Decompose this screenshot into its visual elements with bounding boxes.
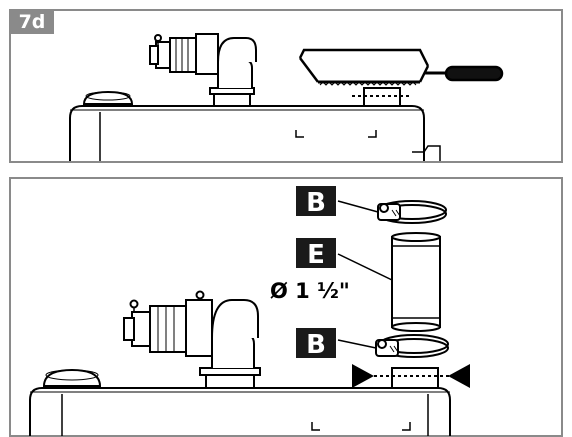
tank-bottom-cap-rim [45, 369, 99, 381]
pipe-sleeve-bottom-rim [391, 322, 441, 332]
elbow-top-bend [217, 37, 257, 63]
label-clamp-bottom-bg [296, 328, 336, 358]
saw-teeth [319, 81, 417, 86]
top-panel: 7d [9, 9, 563, 163]
label-clamp-top: B [296, 186, 336, 218]
saw-icon [298, 48, 504, 86]
hose-clamp-bottom [375, 334, 449, 358]
label-clamp-bottom-text: B [306, 330, 326, 360]
saw-frame-left [299, 57, 319, 83]
elbow-bottom-screw-right [195, 290, 205, 300]
elbow-fitting-top [149, 33, 257, 107]
step-badge-bg [10, 10, 54, 34]
tank-bottom-corner-mark-left [311, 422, 320, 431]
elbow-top-collar [195, 33, 219, 75]
elbow-fitting-bottom [123, 290, 261, 389]
outlet-stub-bottom-body [391, 367, 439, 389]
pipe-sleeve [391, 232, 441, 332]
outlet-stub-top [352, 87, 412, 107]
clamp-top-screw-head [379, 203, 389, 213]
clamp-top-screw-thread [391, 209, 401, 217]
diameter-label: Ø 1 ½" [270, 279, 350, 303]
saw-frame [298, 48, 430, 67]
triangle-left-icon [448, 364, 470, 388]
top-panel-border [9, 9, 563, 163]
label-pipe-bg [296, 238, 336, 268]
label-clamp-top-text: B [306, 188, 326, 218]
elbow-top-screw [154, 34, 162, 42]
label-clamp-bottom: B [296, 328, 336, 360]
hose-clamp-top [377, 200, 447, 224]
pipe-sleeve-top-rim [391, 232, 441, 242]
bottom-panel-border [9, 177, 563, 437]
tank-top-side-bracket [412, 145, 441, 161]
step-badge-label: 7d [19, 11, 46, 33]
leader-line-clamp-top [337, 200, 379, 213]
bottom-panel: B E Ø 1 ½" B [9, 177, 563, 437]
saw-handle [444, 65, 504, 82]
label-pipe-text: E [307, 240, 325, 270]
tank-top [69, 90, 441, 161]
step-badge: 7d [10, 10, 54, 34]
leader-line-pipe [337, 253, 393, 281]
elbow-bottom-coupler [149, 305, 187, 353]
elbow-top-base-ring [209, 87, 255, 95]
tank-bottom [29, 368, 451, 436]
outlet-stub-bottom [368, 367, 452, 389]
elbow-bottom-screw-left [129, 299, 139, 309]
triangle-right-icon [352, 364, 374, 388]
clamp-bottom-screw-head [377, 339, 387, 349]
elbow-bottom-vertical [211, 333, 255, 368]
tank-bottom-corner-mark-right [402, 422, 411, 431]
pipe-sleeve-body [391, 236, 441, 328]
label-pipe: E [296, 238, 336, 270]
elbow-top-coupler [169, 37, 197, 73]
elbow-bottom-base-ring [199, 367, 261, 376]
clamp-bottom-screw-thread [389, 345, 399, 353]
tank-top-cap-rim [85, 91, 131, 101]
tank-top-corner-mark-right [368, 130, 377, 138]
elbow-bottom-collar [185, 299, 213, 357]
elbow-top-vertical [217, 59, 253, 88]
label-clamp-top-bg [296, 186, 336, 216]
elbow-bottom-bend [211, 299, 259, 339]
tank-top-corner-mark-left [295, 130, 304, 138]
leader-line-clamp-bottom [337, 339, 377, 349]
elbow-bottom-tip [123, 317, 135, 341]
elbow-top-tip [149, 45, 159, 65]
